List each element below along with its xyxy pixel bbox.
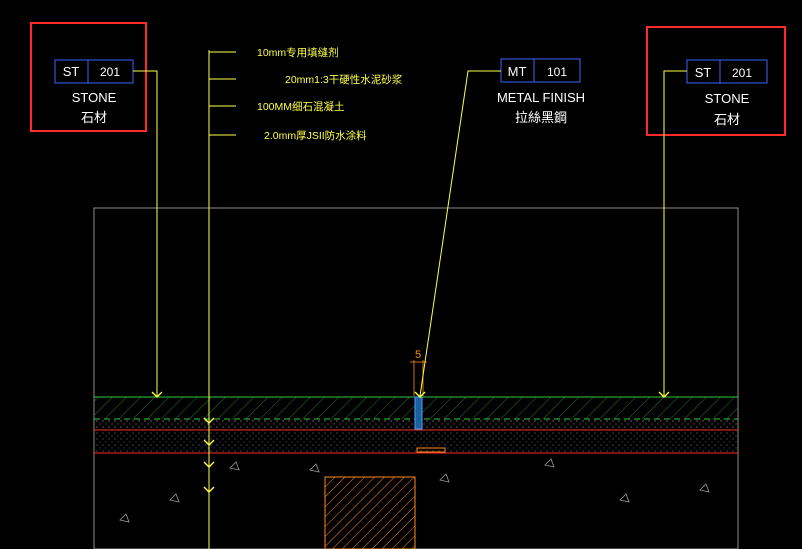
leader-arrow-right <box>658 391 670 398</box>
substrate-aggregate <box>119 458 710 523</box>
tag-cn-middle: 拉絲黑鋼 <box>515 110 567 125</box>
tag-en-middle: METAL FINISH <box>497 90 585 105</box>
tag-code-middle: MT <box>508 64 527 79</box>
leader-arrow-left <box>151 391 163 398</box>
leader-middle <box>419 70 501 397</box>
tag-num-right: 201 <box>732 66 752 80</box>
leader-left <box>133 70 158 396</box>
tag-code-left: ST <box>63 64 80 79</box>
leader-arrow-middle <box>414 391 426 398</box>
layer-label-mortar: 20mm1:3干硬性水泥砂浆 <box>285 73 403 86</box>
layer-label-waterproof: 2.0mm厚JSII防水涂料 <box>264 129 367 142</box>
layer-leader-arrows <box>203 417 215 493</box>
metal-strip <box>414 396 423 430</box>
layer-label-grout: 10mm专用填缝剂 <box>257 46 339 59</box>
highlight-box-right <box>646 26 786 136</box>
tag-cn-left: 石材 <box>81 110 107 125</box>
section-frame <box>93 207 739 549</box>
tag-num-left: 201 <box>100 65 120 79</box>
dimension-value: 5 <box>415 349 421 361</box>
tag-cn-right: 石材 <box>714 112 740 127</box>
tag-en-right: STONE <box>705 91 750 106</box>
highlight-box-left <box>30 22 147 132</box>
tag-num-middle: 101 <box>547 65 567 79</box>
tag-en-left: STONE <box>72 90 117 105</box>
leader-right <box>663 70 687 396</box>
metal-base-plate <box>416 447 446 453</box>
structure-block <box>324 476 416 549</box>
concrete-layer <box>94 431 738 453</box>
layer-label-concrete: 100MM细石混凝土 <box>257 100 345 113</box>
tag-code-right: ST <box>695 65 712 80</box>
